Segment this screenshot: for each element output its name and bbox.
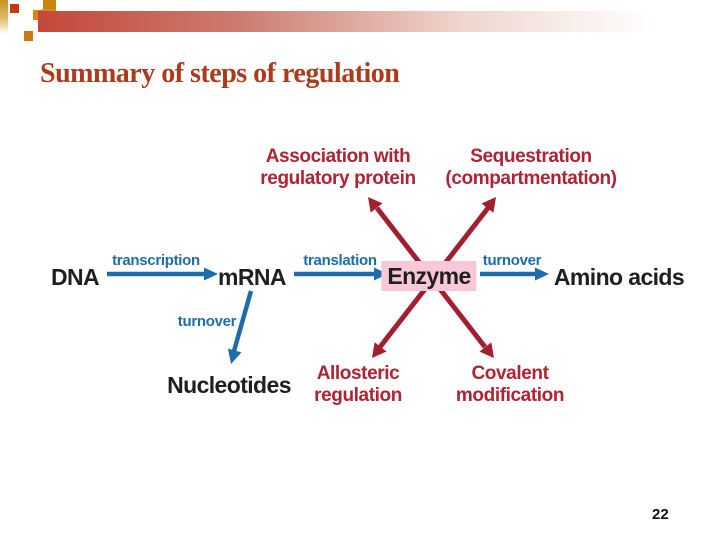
decor-vertical-bar (0, 0, 8, 34)
node-amino-acids: Amino acids (553, 264, 685, 290)
edge-label-transcription: transcription (112, 252, 200, 269)
arrow-transcription (107, 267, 218, 281)
arrow-turnover-enzyme (480, 267, 549, 281)
node-dna: DNA (50, 264, 100, 290)
decor-square-orange-bottom (24, 31, 33, 41)
node-mrna: mRNA (218, 264, 286, 290)
edge-label-turnover-mrna: turnover (177, 313, 237, 330)
arrow-translation (294, 267, 388, 281)
node-nucleotides: Nucleotides (167, 372, 291, 398)
decor-banner-bar (38, 11, 720, 32)
label-covalent-modification: Covalent modification (455, 363, 565, 406)
page-number: 22 (652, 506, 669, 523)
decor-square-red (10, 4, 19, 13)
decor-square-gold-top (43, 0, 56, 9)
slide-title: Summary of steps of regulation (40, 58, 400, 89)
node-enzyme: Enzyme (381, 261, 477, 291)
label-sequestration-compartmentation: Sequestration (compartmentation) (445, 146, 617, 189)
edge-label-translation: translation (303, 252, 377, 269)
label-allosteric-regulation: Allosteric regulation (314, 363, 402, 406)
arrow-turnover-mrna (227, 290, 254, 364)
edge-label-turnover-enzyme: turnover (482, 252, 542, 269)
label-association-regulatory-protein: Association with regulatory protein (260, 146, 416, 189)
